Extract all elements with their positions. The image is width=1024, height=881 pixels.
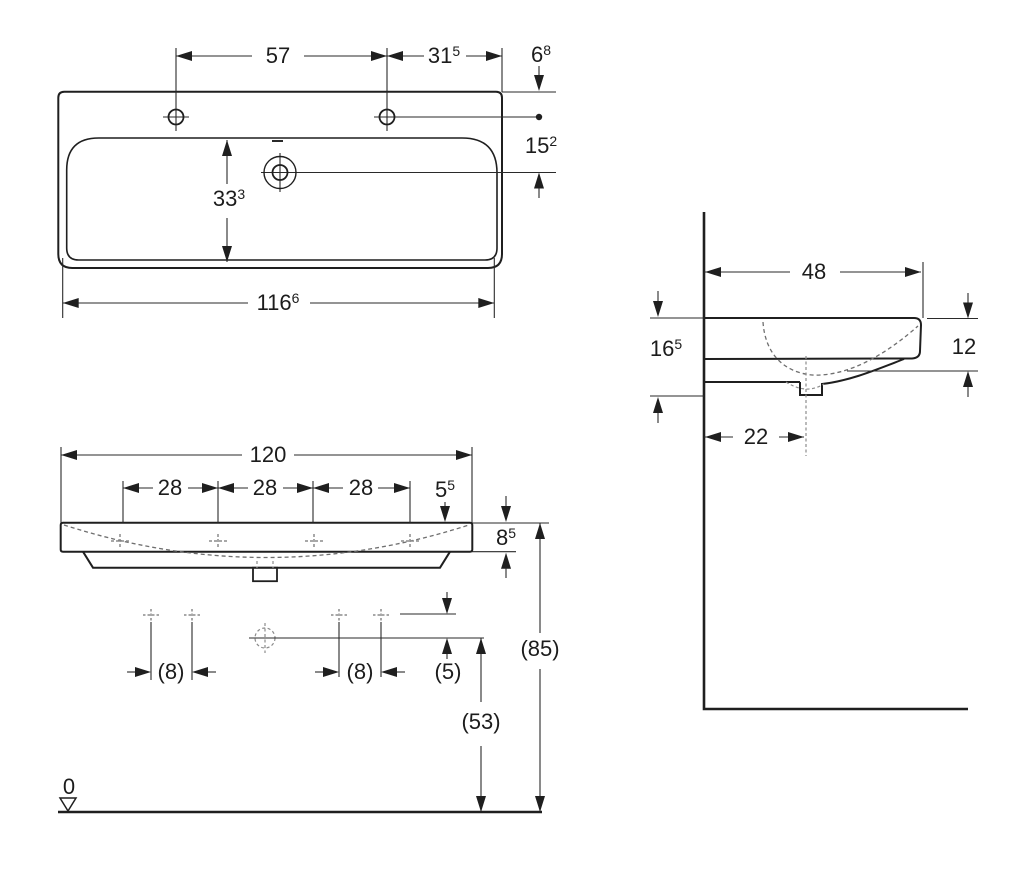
dim-label-28-center: 28 [253, 475, 277, 500]
lower-fixing-holes [143, 609, 389, 680]
dim-label-116-6: 1166 [257, 290, 300, 315]
dim-tap-axis-depth: 333 [213, 140, 245, 262]
rim-fixing-holes [111, 534, 419, 548]
dim-rim-height: 85 [472, 496, 549, 578]
dim-label-8-left: (8) [158, 659, 185, 684]
dim-label-57: 57 [266, 43, 290, 68]
bowl-underside-outline [82, 551, 451, 569]
dim-label-12: 12 [952, 334, 976, 359]
dim-label-8-5: 85 [496, 525, 516, 550]
dim-label-28-right: 28 [349, 475, 373, 500]
dim-wall-to-drain: 22 [704, 424, 804, 449]
dim-label-5-paren: (5) [435, 659, 462, 684]
drain-outlet-box [252, 566, 278, 583]
dim-label-5-5: 55 [435, 477, 455, 502]
drain-axis-mark [249, 613, 484, 653]
dim-label-33-3: 333 [213, 186, 245, 211]
dim-bolt-pair-left: (8) [127, 659, 216, 684]
side-trap-hidden-arc [785, 381, 825, 390]
dim-faucet-axis-to-tap-axis: 152 [525, 133, 557, 198]
dim-label-8-right: (8) [347, 659, 374, 684]
dim-edge-to-faucet-axis: 68 [502, 42, 556, 121]
basin-inner-outline [65, 137, 498, 261]
side-profile-rim [703, 317, 923, 360]
side-profile-underside [704, 358, 905, 396]
datum-triangle [58, 797, 78, 813]
rim-band-outline [59, 521, 474, 553]
drain-hidden-edges [256, 561, 274, 568]
dim-hole-spacings: 28 28 28 [122, 475, 411, 523]
front-view: 120 28 28 28 55 [58, 442, 560, 814]
dim-rim-top-height: (85) [520, 523, 560, 812]
dim-label-120: 120 [250, 442, 287, 467]
wall-and-floor-line [702, 212, 968, 711]
dim-faucet-spacing: 57 [176, 43, 387, 68]
dim-label-16-5: 165 [650, 336, 682, 361]
dim-drain-axis-height: (53) [461, 638, 501, 812]
dim-label-6-8: 68 [531, 42, 551, 67]
dim-bolt-to-drain-offset: (5) [435, 592, 462, 684]
dim-label-85: (85) [520, 636, 559, 661]
dim-bolt-pair-right: (8) [315, 659, 405, 684]
dim-faucet-to-right-edge: 315 [387, 43, 503, 92]
dim-label-48: 48 [802, 259, 826, 284]
dim-label-28-left: 28 [158, 475, 182, 500]
dim-front-edge-height: 12 [847, 293, 978, 397]
dim-label-22: 22 [744, 424, 768, 449]
dim-total-width: 120 [60, 442, 473, 523]
dim-label-0: 0 [63, 774, 75, 799]
dim-label-15-2: 152 [525, 133, 557, 158]
dim-dot-marker [535, 113, 543, 121]
dim-label-31-5: 315 [428, 43, 460, 68]
faucet-hole-left [163, 48, 189, 131]
side-bowl-hidden-curve [762, 321, 919, 376]
bowl-hidden-curve [63, 524, 470, 559]
dim-right-edge-offset: 55 [435, 477, 455, 522]
side-view: 48 165 12 22 [650, 212, 978, 711]
dim-depth: 48 [704, 259, 924, 318]
dim-front-width: 1166 [62, 258, 495, 318]
dim-label-53: (53) [461, 709, 500, 734]
top-view: 57 315 68 152 [57, 42, 557, 318]
faucet-hole-right [374, 48, 536, 131]
floor-reference: 0 [58, 774, 542, 814]
basin-outer-outline [57, 90, 503, 269]
dim-total-height: 165 [650, 291, 704, 423]
tap-hole [261, 153, 556, 192]
